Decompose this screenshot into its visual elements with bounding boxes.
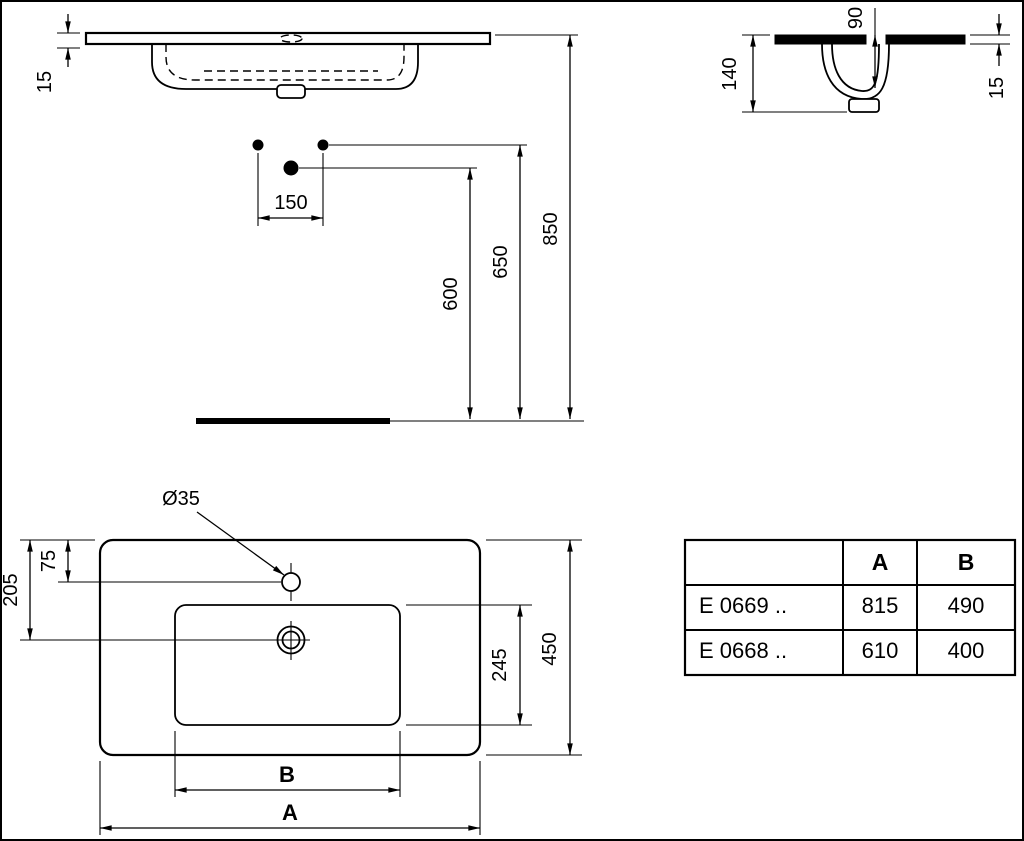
- dim-section-rim-thickness: 15: [970, 14, 1010, 99]
- table-cell-model-0: E 0669 ..: [699, 593, 787, 618]
- table-header-b: B: [958, 549, 975, 575]
- dim-label-section-rim: 15: [986, 77, 1008, 99]
- front-tap-hole-hidden: [279, 34, 303, 43]
- section-view: 90 140 15: [719, 7, 1010, 113]
- table-cell-model-1: E 0668 ..: [699, 638, 787, 663]
- callout-tap-hole-diameter: Ø35: [162, 488, 285, 576]
- dim-bowl-length: 245: [406, 604, 532, 726]
- table-cell-b-0: 490: [948, 593, 985, 618]
- front-countertop-slab: [84, 31, 492, 46]
- dim-label-overall-depth: 450: [539, 632, 561, 665]
- dim-drain-height: 600: [440, 168, 473, 419]
- dim-label-A: A: [282, 800, 298, 825]
- tap-mount-point-left: [252, 139, 264, 151]
- dim-label-total-height: 140: [719, 57, 741, 90]
- dim-label-B: B: [279, 762, 295, 787]
- dim-tap-hole-spacing: 150: [257, 153, 324, 226]
- dim-label-tap-offset: 75: [38, 550, 60, 572]
- front-overflow-box: [276, 84, 306, 99]
- dim-section-total-height: 140: [719, 34, 847, 113]
- section-slab-left: [774, 34, 867, 45]
- table-cell-a-1: 610: [862, 638, 899, 663]
- label-tap-hole-diameter: Ø35: [162, 488, 200, 510]
- dim-tap-hole-offset: 75: [20, 539, 281, 583]
- dim-label-drain-offset: 205: [0, 573, 22, 606]
- section-slab-right: [885, 34, 966, 45]
- dim-tap-height: 650: [490, 145, 523, 419]
- table-cell-a-0: 815: [862, 593, 899, 618]
- plan-drain-inner: [281, 630, 301, 650]
- front-basin-outline: [151, 44, 419, 90]
- plan-bowl-outline: [174, 604, 401, 726]
- dim-overall-depth: 450: [486, 539, 582, 756]
- table-cell-b-1: 400: [948, 638, 985, 663]
- dim-label-drain-height: 600: [440, 277, 462, 310]
- dim-label-tap-height: 650: [490, 245, 512, 278]
- dim-overall-width-A: A: [99, 761, 481, 835]
- table-header-a: A: [872, 549, 889, 575]
- dim-drain-offset: 205: [0, 540, 277, 641]
- section-bowl-inner-wall: [831, 43, 880, 92]
- dim-front-rim-thickness: 15: [34, 14, 80, 93]
- plan-drain-outer: [276, 625, 306, 655]
- front-basin-hidden-edge: [165, 44, 405, 81]
- installation-view: 150 600 650 850: [196, 34, 584, 424]
- section-drain-trap: [848, 98, 880, 113]
- plan-tap-hole: [281, 572, 301, 592]
- dim-label-rim-height: 850: [540, 212, 562, 245]
- tap-mount-point-right: [317, 139, 329, 151]
- front-view: 15: [34, 14, 492, 99]
- table-border: [683, 538, 1017, 677]
- dim-label-bowl-depth: 90: [845, 7, 867, 29]
- dim-rim-height: 850: [540, 35, 573, 419]
- dim-label-bowl-length: 245: [489, 648, 511, 681]
- plan-view: Ø35 75 205 245 450: [0, 488, 582, 835]
- spec-table: A B E 0669 .. 815 490 E 0668 .. 610 400: [683, 538, 1017, 677]
- drain-point: [283, 160, 299, 176]
- dim-bowl-width-B: B: [174, 731, 401, 797]
- dim-section-bowl-depth: 90: [845, 7, 878, 88]
- dim-label-front-rim: 15: [34, 71, 56, 93]
- dim-label-tap-spacing: 150: [274, 192, 307, 214]
